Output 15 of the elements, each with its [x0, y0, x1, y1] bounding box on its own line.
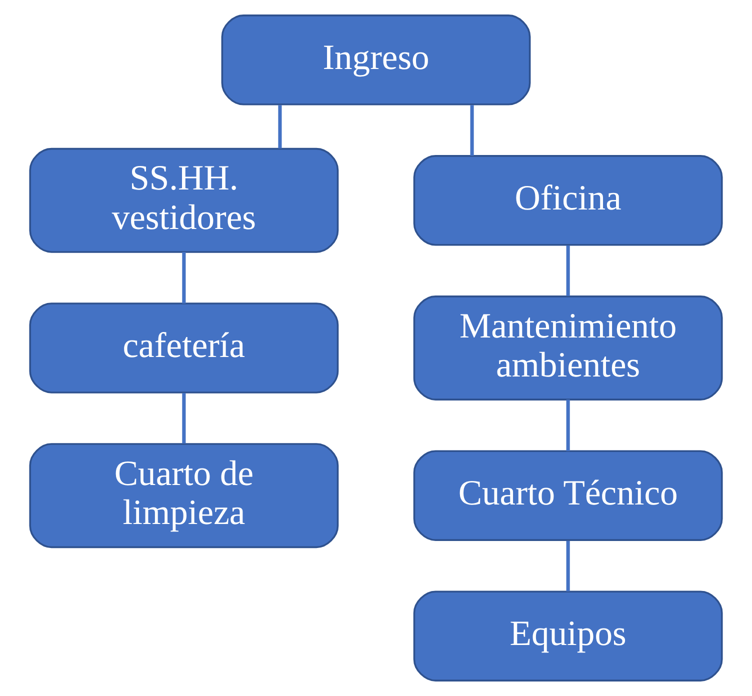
node-box: Cuarto de limpieza [29, 443, 339, 548]
connector [470, 105, 474, 156]
connector [182, 393, 186, 444]
connector [278, 105, 282, 148]
node-box: cafetería [29, 302, 339, 394]
node-box: Equipos [413, 590, 723, 682]
connector [566, 400, 570, 452]
node-box: SS.HH. vestidores [29, 148, 339, 253]
connector [566, 540, 570, 592]
connector [182, 252, 186, 304]
node-box: Cuarto Técnico [413, 450, 723, 541]
node-box: Ingreso [221, 14, 531, 106]
node-box: Oficina [413, 155, 723, 246]
node-box: Mantenimiento ambientes [413, 296, 723, 400]
connector [566, 245, 570, 296]
